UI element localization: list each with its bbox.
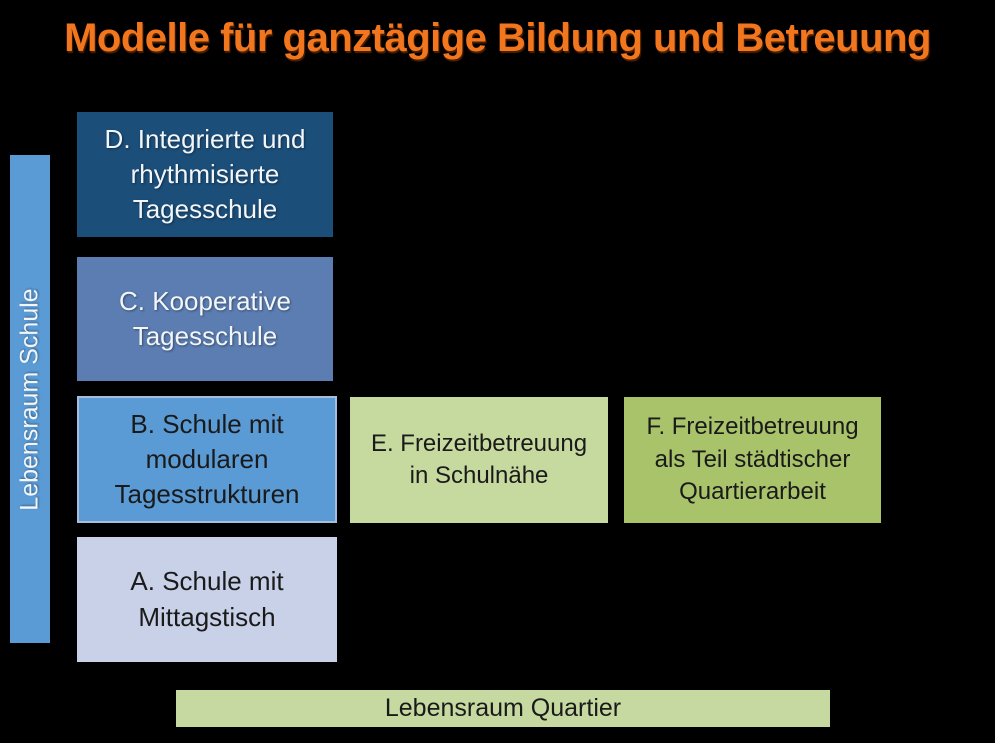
model-box-e: E. Freizeitbetreuung in Schulnähe xyxy=(350,397,608,523)
model-box-c: C. Kooperative Tagesschule xyxy=(77,257,333,381)
model-box-d: D. Integrierte und rhythmisierte Tagessc… xyxy=(77,112,333,237)
model-b-line-3: Tagesstrukturen xyxy=(114,479,300,510)
slide-title: Modelle für ganztägige Bildung und Betre… xyxy=(64,16,931,60)
model-box-a: A. Schule mit Mittagstisch xyxy=(77,537,337,662)
model-e-line-2: in Schulnähe xyxy=(409,462,549,489)
model-f-line-1: F. Freizeitbetreuung xyxy=(646,413,859,441)
axis-lebensraum-schule: Lebensraum Schule xyxy=(10,155,50,643)
model-f-line-3: Quartierarbeit xyxy=(679,478,826,506)
axis-lebensraum-schule-label: Lebensraum Schule xyxy=(15,287,44,511)
model-d-line-3: Tagesschule xyxy=(132,194,278,225)
model-a-line-2: Mittagstisch xyxy=(138,601,276,632)
model-c-line-2: Tagesschule xyxy=(132,321,278,351)
model-f-line-2: als Teil städtischer xyxy=(654,445,851,473)
model-d-line-1: D. Integrierte und xyxy=(104,123,306,154)
model-e-line-1: E. Freizeitbetreuung xyxy=(370,429,588,457)
model-box-b: B. Schule mit modularen Tagesstrukturen xyxy=(77,396,337,523)
model-c-line-1: C. Kooperative xyxy=(119,285,291,316)
axis-lebensraum-quartier: Lebensraum Quartier xyxy=(176,690,830,727)
model-box-f: F. Freizeitbetreuung als Teil städtische… xyxy=(624,397,881,523)
model-d-line-2: rhythmisierte xyxy=(130,158,280,189)
axis-lebensraum-quartier-label: Lebensraum Quartier xyxy=(384,694,622,722)
model-b-line-2: modularen xyxy=(145,443,269,474)
model-b-line-1: B. Schule mit xyxy=(130,408,284,439)
model-a-line-1: A. Schule mit xyxy=(130,566,284,597)
